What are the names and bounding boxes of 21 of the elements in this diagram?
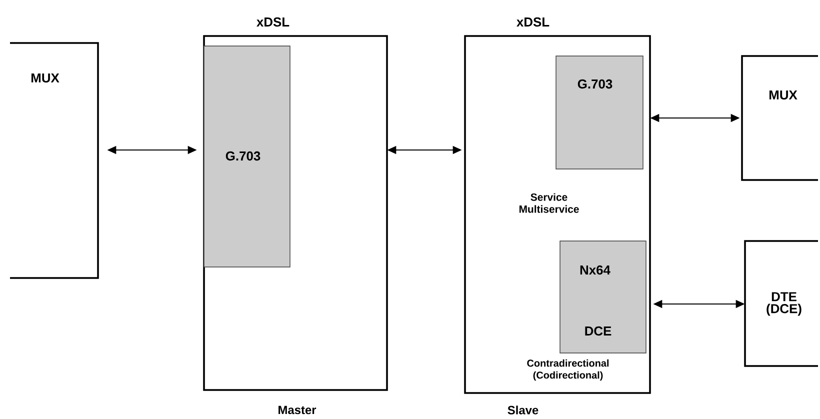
modem-box [464,35,651,394]
mux-box [10,42,99,279]
box-label: xDSL [256,17,290,27]
box-label: Service Multiservice [519,193,579,213]
interface-box [556,56,644,170]
interface-box [204,46,290,268]
box-label: MUX [31,74,60,83]
box-label: Contradirectional (Codirectional) [527,359,609,381]
interface-box [560,240,646,354]
box-label: DTE (DCE) [766,292,802,316]
box-label: xDSL [516,17,550,27]
box-label: DCE [585,326,612,336]
device-box [744,240,818,367]
box-label: MUX [769,90,798,100]
box-label: G.703 [578,79,612,89]
role-label: Slave [508,406,538,414]
device-box [741,55,818,181]
role-label: Master [278,406,316,414]
box-label: G.703 [226,151,260,161]
modem-box [203,35,388,391]
box-label: Nx64 [580,265,610,275]
